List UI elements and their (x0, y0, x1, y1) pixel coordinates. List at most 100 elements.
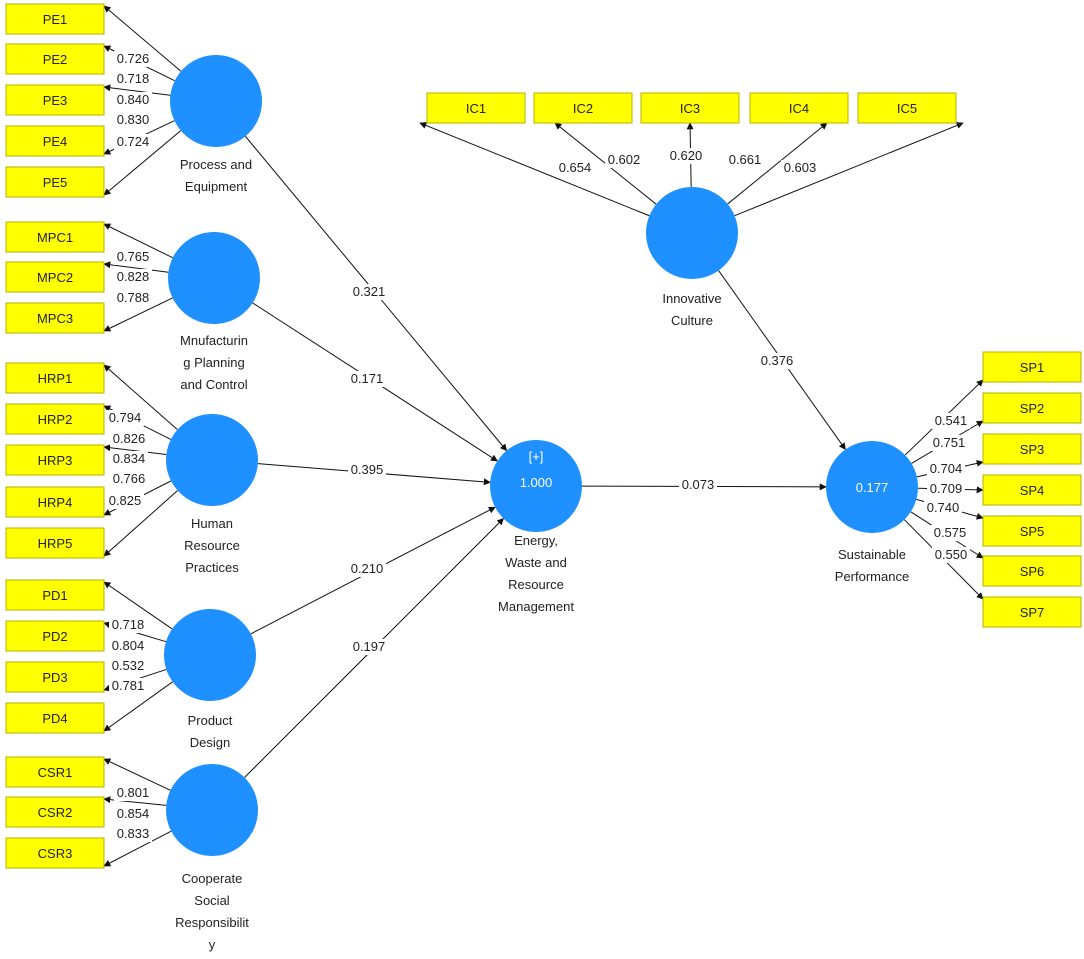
indicator-box[interactable] (5, 661, 105, 693)
indicator-box[interactable] (982, 392, 1082, 424)
indicator-box[interactable] (5, 362, 105, 394)
indicator-box[interactable] (5, 837, 105, 869)
indicator-pd2[interactable]: PD2 (5, 620, 105, 652)
indicator-pd3[interactable]: PD3 (5, 661, 105, 693)
construct-ewrm[interactable]: [+]1.000 (490, 440, 582, 532)
indicator-box[interactable] (5, 84, 105, 116)
path-coef-bg (758, 353, 796, 369)
indicator-pe5[interactable]: PE5 (5, 166, 105, 198)
indicator-box[interactable] (5, 796, 105, 828)
construct-circle[interactable] (490, 440, 582, 532)
indicator-box[interactable] (5, 125, 105, 157)
construct-ic[interactable] (646, 187, 738, 279)
indicator-mpc1[interactable]: MPC1 (5, 221, 105, 253)
indicator-box[interactable] (5, 702, 105, 734)
indicator-sp3[interactable]: SP3 (982, 433, 1082, 465)
indicator-label: PE2 (43, 52, 68, 67)
indicator-box[interactable] (5, 302, 105, 334)
indicator-hrp3[interactable]: HRP3 (5, 444, 105, 476)
indicator-box[interactable] (982, 433, 1082, 465)
indicator-box[interactable] (5, 579, 105, 611)
indicator-sp6[interactable]: SP6 (982, 555, 1082, 587)
indicator-label: IC5 (897, 101, 917, 116)
indicator-hrp4[interactable]: HRP4 (5, 486, 105, 518)
loading-arrow (727, 122, 828, 205)
construct-pe[interactable] (170, 55, 262, 147)
loading-arrow (103, 364, 178, 430)
indicator-box[interactable] (982, 474, 1082, 506)
indicator-hrp1[interactable]: HRP1 (5, 362, 105, 394)
construct-pd[interactable] (164, 609, 256, 701)
construct-name-line: Product (188, 713, 233, 728)
construct-name-line: Management (498, 599, 574, 614)
indicator-box[interactable] (5, 261, 105, 293)
indicator-pe3[interactable]: PE3 (5, 84, 105, 116)
indicator-box[interactable] (5, 221, 105, 253)
path-coefficient: 0.197 (353, 639, 386, 654)
indicator-box[interactable] (5, 43, 105, 75)
outer-loading: 0.704 (930, 461, 963, 476)
outer-loading: 0.550 (935, 547, 968, 562)
indicator-sp7[interactable]: SP7 (982, 596, 1082, 628)
indicator-box[interactable] (5, 166, 105, 198)
path-coef-bg (350, 639, 388, 655)
indicator-box[interactable] (640, 92, 740, 124)
indicator-box[interactable] (982, 515, 1082, 547)
indicator-pe4[interactable]: PE4 (5, 125, 105, 157)
loading-label-bg (114, 290, 152, 306)
indicator-pe2[interactable]: PE2 (5, 43, 105, 75)
indicator-box[interactable] (5, 444, 105, 476)
indicator-ic4[interactable]: IC4 (749, 92, 849, 124)
construct-hrp[interactable] (166, 414, 258, 506)
construct-circle[interactable] (164, 609, 256, 701)
construct-circle[interactable] (166, 764, 258, 856)
indicator-box[interactable] (5, 486, 105, 518)
indicator-sp5[interactable]: SP5 (982, 515, 1082, 547)
indicator-pe1[interactable]: PE1 (5, 3, 105, 35)
indicator-box[interactable] (5, 756, 105, 788)
indicator-mpc2[interactable]: MPC2 (5, 261, 105, 293)
construct-circle[interactable] (170, 55, 262, 147)
indicator-box[interactable] (5, 620, 105, 652)
indicator-box[interactable] (426, 92, 526, 124)
indicator-hrp2[interactable]: HRP2 (5, 403, 105, 435)
indicator-box[interactable] (982, 555, 1082, 587)
outer-loading: 0.603 (784, 160, 817, 175)
indicator-csr1[interactable]: CSR1 (5, 756, 105, 788)
indicator-box[interactable] (5, 3, 105, 35)
indicator-box[interactable] (982, 596, 1082, 628)
indicator-ic2[interactable]: IC2 (533, 92, 633, 124)
indicator-box[interactable] (857, 92, 957, 124)
indicator-box[interactable] (749, 92, 849, 124)
indicator-box[interactable] (982, 351, 1082, 383)
indicator-hrp5[interactable]: HRP5 (5, 527, 105, 559)
indicator-box[interactable] (5, 527, 105, 559)
indicator-ic3[interactable]: IC3 (640, 92, 740, 124)
construct-sp[interactable]: 0.177 (826, 441, 918, 533)
indicator-csr2[interactable]: CSR2 (5, 796, 105, 828)
indicator-mpc3[interactable]: MPC3 (5, 302, 105, 334)
indicator-ic1[interactable]: IC1 (426, 92, 526, 124)
indicator-sp2[interactable]: SP2 (982, 392, 1082, 424)
loading-label-bg (114, 134, 152, 150)
indicator-box[interactable] (533, 92, 633, 124)
construct-csr[interactable] (166, 764, 258, 856)
indicator-box[interactable] (5, 403, 105, 435)
construct-mpc[interactable] (168, 232, 260, 324)
indicator-sp4[interactable]: SP4 (982, 474, 1082, 506)
indicator-csr3[interactable]: CSR3 (5, 837, 105, 869)
loading-label-bg (781, 160, 819, 176)
indicator-pd1[interactable]: PD1 (5, 579, 105, 611)
path-coef-bg (679, 477, 717, 493)
indicator-label: PD3 (42, 670, 67, 685)
indicator-sp1[interactable]: SP1 (982, 351, 1082, 383)
construct-circle[interactable] (168, 232, 260, 324)
indicator-pd4[interactable]: PD4 (5, 702, 105, 734)
loading-label-bg (114, 269, 152, 285)
construct-circle[interactable] (166, 414, 258, 506)
indicator-label: SP2 (1020, 401, 1045, 416)
indicator-ic5[interactable]: IC5 (857, 92, 957, 124)
construct-circle[interactable] (646, 187, 738, 279)
expand-toggle[interactable]: [+] (529, 449, 544, 464)
construct-circle[interactable] (826, 441, 918, 533)
